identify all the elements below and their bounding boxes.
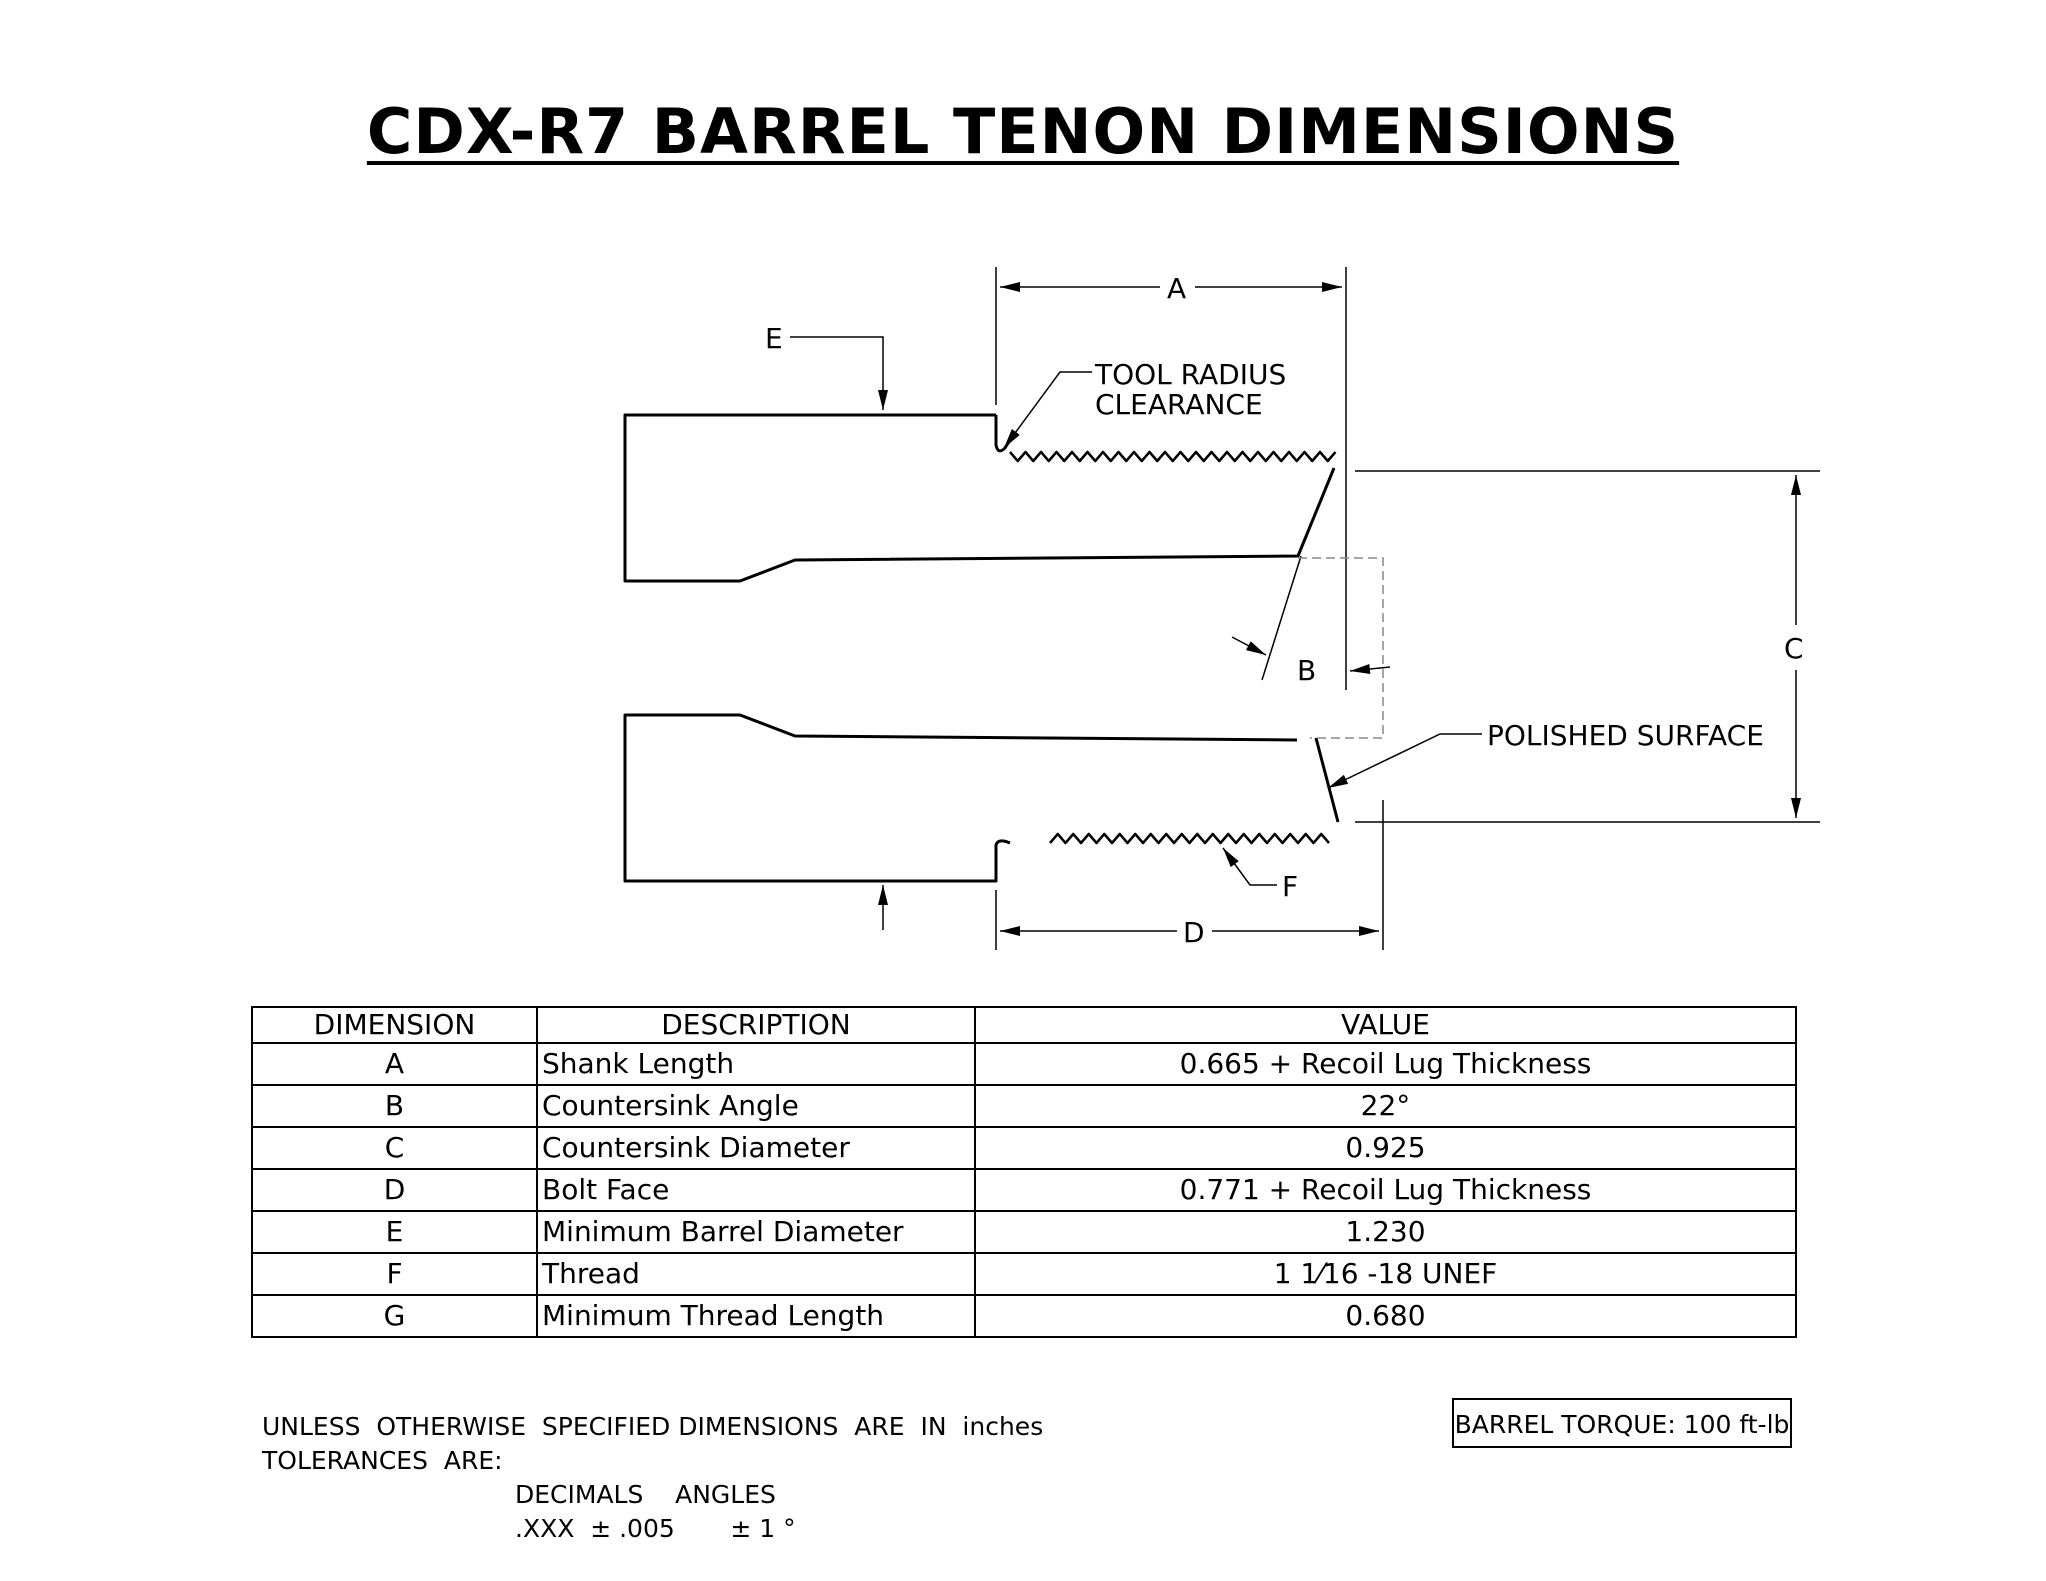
row-description: Countersink Diameter xyxy=(536,1126,976,1170)
label-c: C xyxy=(1784,632,1804,665)
header-dimension: DIMENSION xyxy=(251,1006,538,1044)
header-description: DESCRIPTION xyxy=(536,1006,976,1044)
table-header-row: DIMENSION DESCRIPTION VALUE xyxy=(251,1006,1797,1044)
row-dimension: B xyxy=(251,1084,538,1128)
tolerance-headers: DECIMALS ANGLES xyxy=(515,1480,776,1509)
page-title: CDX-R7 BARREL TENON DIMENSIONS xyxy=(366,95,1680,168)
row-value: 22° xyxy=(974,1084,1797,1128)
table-row: F Thread 1 1⁄16 -18 UNEF xyxy=(251,1252,1797,1296)
countersink-reference xyxy=(1298,557,1384,739)
units-note: UNLESS OTHERWISE SPECIFIED DIMENSIONS AR… xyxy=(262,1412,1044,1441)
tolerances-label: TOLERANCES ARE: xyxy=(262,1446,503,1475)
row-description: Countersink Angle xyxy=(536,1084,976,1128)
row-dimension: E xyxy=(251,1210,538,1254)
row-description: Minimum Thread Length xyxy=(536,1294,976,1338)
table-row: C Countersink Diameter 0.925 xyxy=(251,1126,1797,1170)
row-dimension: D xyxy=(251,1168,538,1212)
callout-tool-radius-line2: CLEARANCE xyxy=(1095,388,1263,421)
callout-polished-surface: POLISHED SURFACE xyxy=(1487,719,1764,752)
row-value: 0.771 + Recoil Lug Thickness xyxy=(974,1168,1797,1212)
row-value: 0.680 xyxy=(974,1294,1797,1338)
row-value: 0.925 xyxy=(974,1126,1797,1170)
row-dimension: C xyxy=(251,1126,538,1170)
label-a: A xyxy=(1167,272,1186,305)
barrel-outline xyxy=(623,413,1340,883)
reference-lines xyxy=(995,267,1820,950)
label-d: D xyxy=(1183,916,1205,949)
label-b: B xyxy=(1297,654,1316,687)
row-value: 1 1⁄16 -18 UNEF xyxy=(974,1252,1797,1296)
row-description: Minimum Barrel Diameter xyxy=(536,1210,976,1254)
header-value: VALUE xyxy=(974,1006,1797,1044)
row-dimension: F xyxy=(251,1252,538,1296)
dimension-table: DIMENSION DESCRIPTION VALUE A Shank Leng… xyxy=(251,1006,1797,1338)
label-f: F xyxy=(1282,870,1298,903)
row-description: Bolt Face xyxy=(536,1168,976,1212)
row-value: 1.230 xyxy=(974,1210,1797,1254)
table-row: E Minimum Barrel Diameter 1.230 xyxy=(251,1210,1797,1254)
row-description: Shank Length xyxy=(536,1042,976,1086)
tolerance-values: .XXX ± .005 ± 1 ° xyxy=(515,1514,796,1543)
row-value: 0.665 + Recoil Lug Thickness xyxy=(974,1042,1797,1086)
row-description: Thread xyxy=(536,1252,976,1296)
row-dimension: G xyxy=(251,1294,538,1338)
dimension-lines xyxy=(790,282,1801,936)
row-dimension: A xyxy=(251,1042,538,1086)
thread-teeth xyxy=(1009,450,1337,845)
table-row: D Bolt Face 0.771 + Recoil Lug Thickness xyxy=(251,1168,1797,1212)
callout-tool-radius-line1: TOOL RADIUS xyxy=(1094,358,1286,391)
label-e: E xyxy=(765,322,783,355)
table-row: G Minimum Thread Length 0.680 xyxy=(251,1294,1797,1338)
tenon-drawing: A E C B D F TOOL RADIUS CLEARANCE POLISH… xyxy=(623,267,1820,950)
table-row: A Shank Length 0.665 + Recoil Lug Thickn… xyxy=(251,1042,1797,1086)
table-row: B Countersink Angle 22° xyxy=(251,1084,1797,1128)
barrel-torque-box: BARREL TORQUE: 100 ft-lb xyxy=(1452,1398,1792,1448)
